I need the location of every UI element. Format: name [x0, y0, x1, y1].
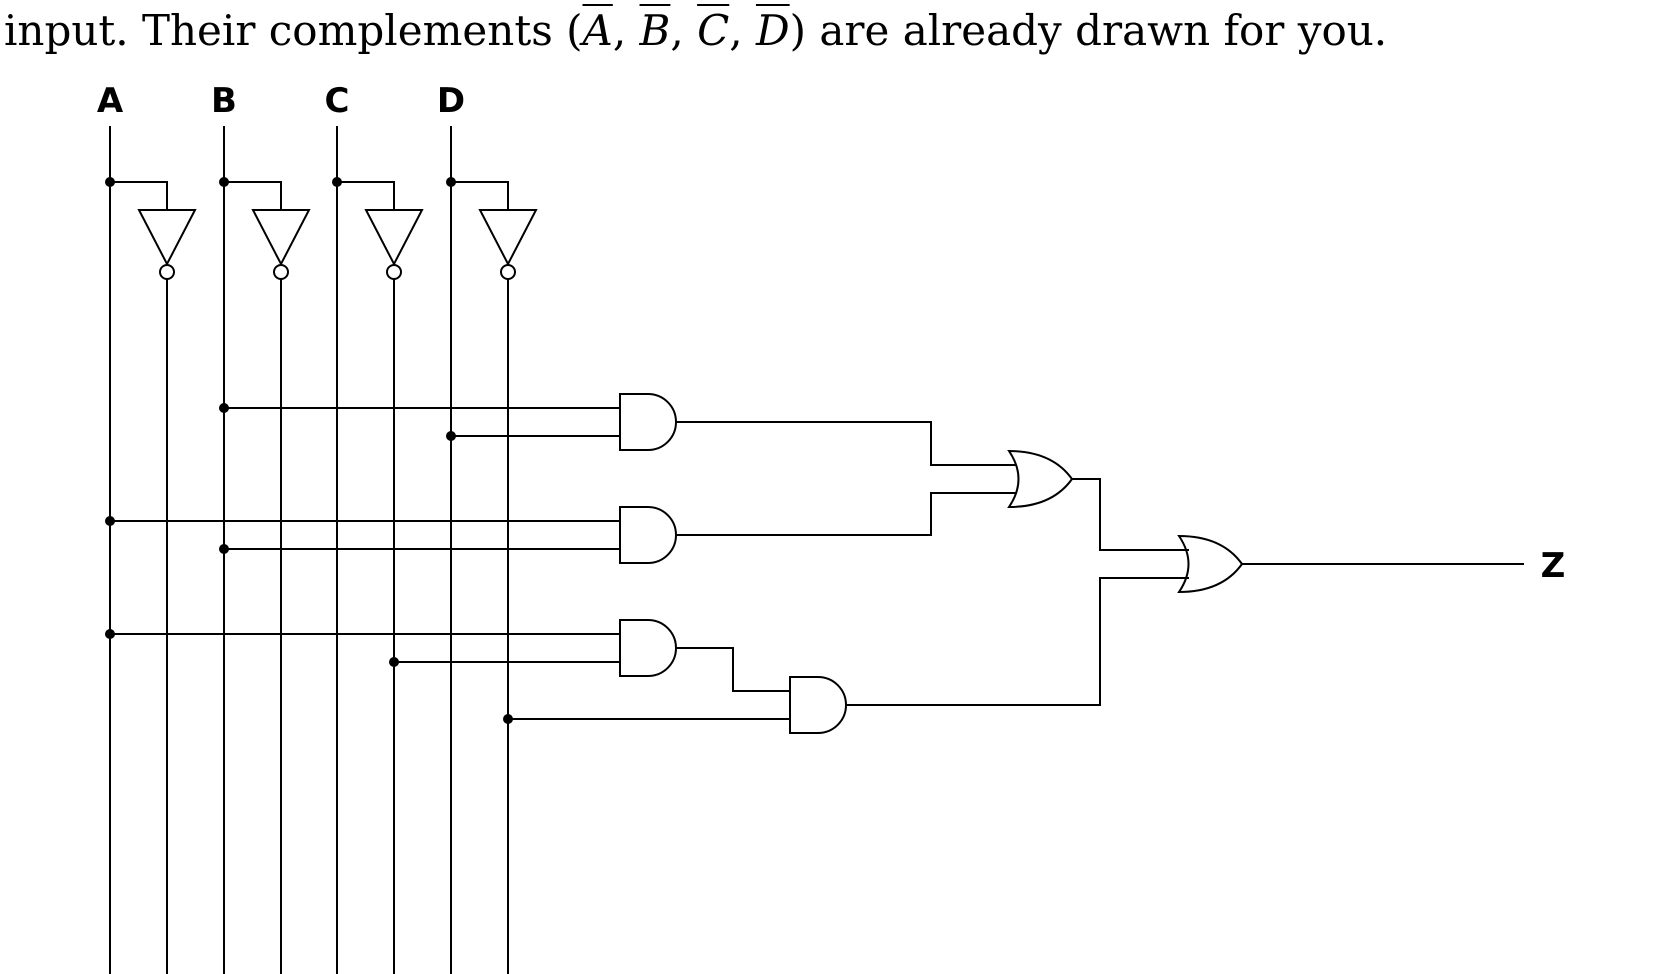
branch-c [336, 181, 395, 211]
and-gate-1 [619, 393, 677, 451]
and-gate-4 [789, 676, 847, 734]
input-label-c: C [325, 81, 350, 121]
wire-and1-to-or1 [675, 421, 1019, 466]
junction-a-top [105, 177, 115, 187]
complement-d: D [755, 6, 790, 55]
junction-b-top [219, 177, 229, 187]
input-label-a: A [97, 81, 124, 121]
wire-and4-to-or2 [845, 577, 1189, 706]
branch-b [223, 181, 282, 211]
junction-a-and3 [105, 629, 115, 639]
and-gate-3 [619, 619, 677, 677]
complement-c: C [697, 6, 730, 55]
junction-b-and2 [219, 544, 229, 554]
caption-text: input. Their complements (A, B, C, D) ar… [4, 0, 1387, 62]
inverter-a [137, 209, 197, 280]
branch-d [450, 181, 509, 211]
or-gate-1 [1007, 449, 1074, 509]
and-gate-2 [619, 506, 677, 564]
junction-d-top [446, 177, 456, 187]
caption-sep-3: , [729, 6, 756, 55]
caption-tail: ) are already drawn for you. [789, 6, 1388, 55]
inverter-c [364, 209, 424, 280]
junction-b-and1 [219, 403, 229, 413]
junction-a-and2 [105, 516, 115, 526]
caption-sep-1: , [612, 6, 640, 55]
inverter-b [251, 209, 311, 280]
wire-and2-to-or1 [675, 492, 1019, 536]
complement-b: B [639, 6, 671, 55]
caption-sep-2: , [670, 6, 698, 55]
junction-d-and1 [446, 431, 456, 441]
output-label-z: Z [1541, 546, 1566, 586]
caption-lead: input. Their complements ( [4, 6, 583, 55]
wire-and3-to-and4 [675, 647, 791, 692]
branch-a [109, 181, 168, 211]
input-label-b: B [211, 81, 237, 121]
inverter-d [478, 209, 538, 280]
junction-dnot-and4 [503, 714, 513, 724]
wire-or1-to-or2 [1071, 478, 1189, 551]
complement-a: A [582, 6, 613, 55]
input-label-d: D [437, 81, 465, 121]
or-gate-2 [1177, 534, 1244, 594]
junction-c-top [332, 177, 342, 187]
junction-cnot-and3 [389, 657, 399, 667]
